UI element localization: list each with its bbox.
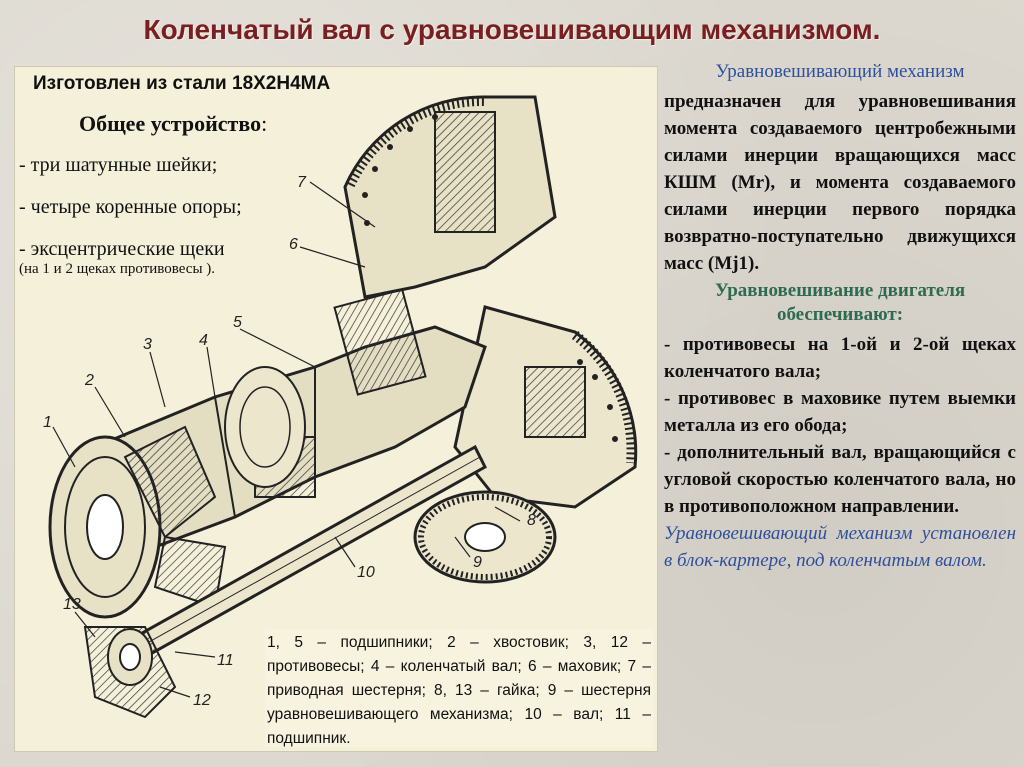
- label-11: 11: [217, 652, 234, 669]
- general-head-text: Общее устройство: [79, 111, 262, 136]
- general-structure: Общее устройство: - три шатунные шейки; …: [19, 111, 349, 278]
- flywheel-disc: [343, 95, 557, 299]
- balancing-item-1: - противовесы на 1-ой и 2-ой щеках колен…: [664, 334, 1016, 382]
- general-note: (на 1 и 2 щеках противовесы ).: [19, 261, 216, 277]
- right-column: Уравновешивающий механизм предназначен д…: [664, 60, 1016, 574]
- page-title: Коленчатый вал с уравновешивающим механи…: [143, 14, 881, 45]
- balancer-heading: Уравновешивающий механизм: [715, 61, 965, 82]
- label-1: 1: [43, 414, 52, 431]
- label-9: 9: [473, 554, 482, 571]
- label-12: 12: [193, 692, 211, 709]
- label-10: 10: [357, 564, 375, 581]
- balancer-purpose: предназначен для уравновешивания момента…: [664, 91, 1016, 274]
- crankshaft-diagram: 1 2 3 4 5 6 7 8 9 10 11 12 13: [43, 95, 638, 719]
- label-7: 7: [297, 174, 307, 191]
- general-item-cheeks: - эксцентрические щеки: [19, 238, 225, 260]
- rear-counterweight: [83, 626, 177, 719]
- balancing-list: - противовесы на 1-ой и 2-ой щеках колен…: [664, 331, 1016, 520]
- leader-lines: [52, 181, 521, 698]
- label-5: 5: [233, 314, 242, 331]
- balancing-item-2: - противовес в маховике путем выемки мет…: [664, 388, 1016, 436]
- general-item-supports: - четыре коренные опоры;: [19, 196, 242, 218]
- balancing-item-3: - дополнительный вал, вращающийся с угло…: [664, 442, 1016, 517]
- general-head: Общее устройство:: [19, 111, 349, 137]
- front-counterweight: [48, 425, 227, 619]
- label-2: 2: [84, 372, 94, 389]
- lower-gear: [413, 490, 557, 584]
- general-head-colon: :: [261, 111, 268, 136]
- material-note: Изготовлен из стали 18Х2Н4МА: [33, 73, 331, 94]
- general-item-journals: - три шатунные шейки;: [19, 154, 218, 176]
- diagram-legend: 1, 5 – подшипники; 2 – хвостовик; 3, 12 …: [265, 629, 653, 747]
- label-8: 8: [527, 512, 536, 529]
- label-4: 4: [199, 332, 208, 349]
- label-3: 3: [143, 336, 152, 353]
- diagram-panel: 1 2 3 4 5 6 7 8 9 10 11 12 13 Изготовлен…: [14, 66, 658, 752]
- label-13: 13: [63, 596, 81, 613]
- balancing-subheading: Уравновешивание двигателя обеспечивают:: [714, 280, 966, 325]
- balancer-gear: [453, 305, 638, 509]
- balancer-location: Уравновешивающий механизм установлен в б…: [664, 523, 1016, 571]
- label-6: 6: [289, 236, 298, 253]
